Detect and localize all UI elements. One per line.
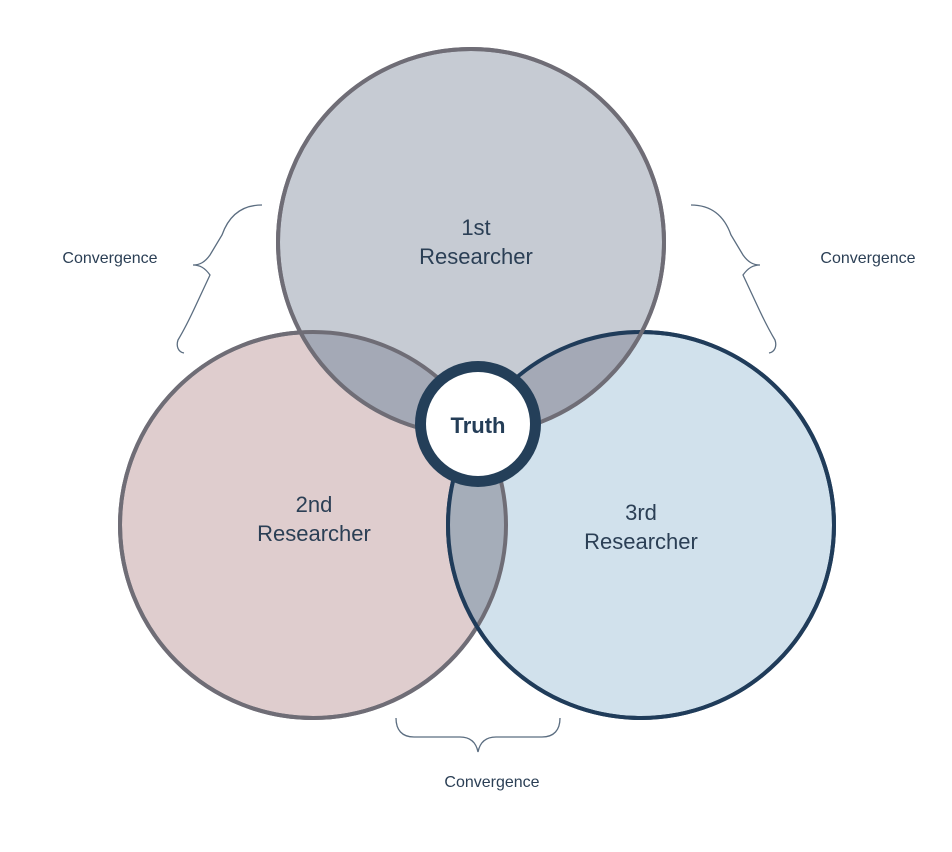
first-researcher-label-line2: Researcher <box>419 244 533 269</box>
left-convergence-label: Convergence <box>62 250 157 267</box>
truth-label: Truth <box>451 413 506 438</box>
truth-inner <box>426 372 530 476</box>
left-convergence-bracket <box>176 204 263 354</box>
first-researcher-label-line1: 1st <box>461 215 490 240</box>
third-researcher-label-line1: 3rd <box>625 500 657 525</box>
second-researcher-outline <box>118 330 508 720</box>
second-researcher-label-line1: 2nd <box>296 492 333 517</box>
second-researcher-label-line2: Researcher <box>257 521 371 546</box>
right-convergence-label: Convergence <box>820 250 915 267</box>
third-researcher-label-line2: Researcher <box>584 529 698 554</box>
right-convergence-bracket <box>690 204 777 354</box>
bottom-convergence-label: Convergence <box>444 774 539 791</box>
bottom-convergence-bracket <box>395 717 561 753</box>
